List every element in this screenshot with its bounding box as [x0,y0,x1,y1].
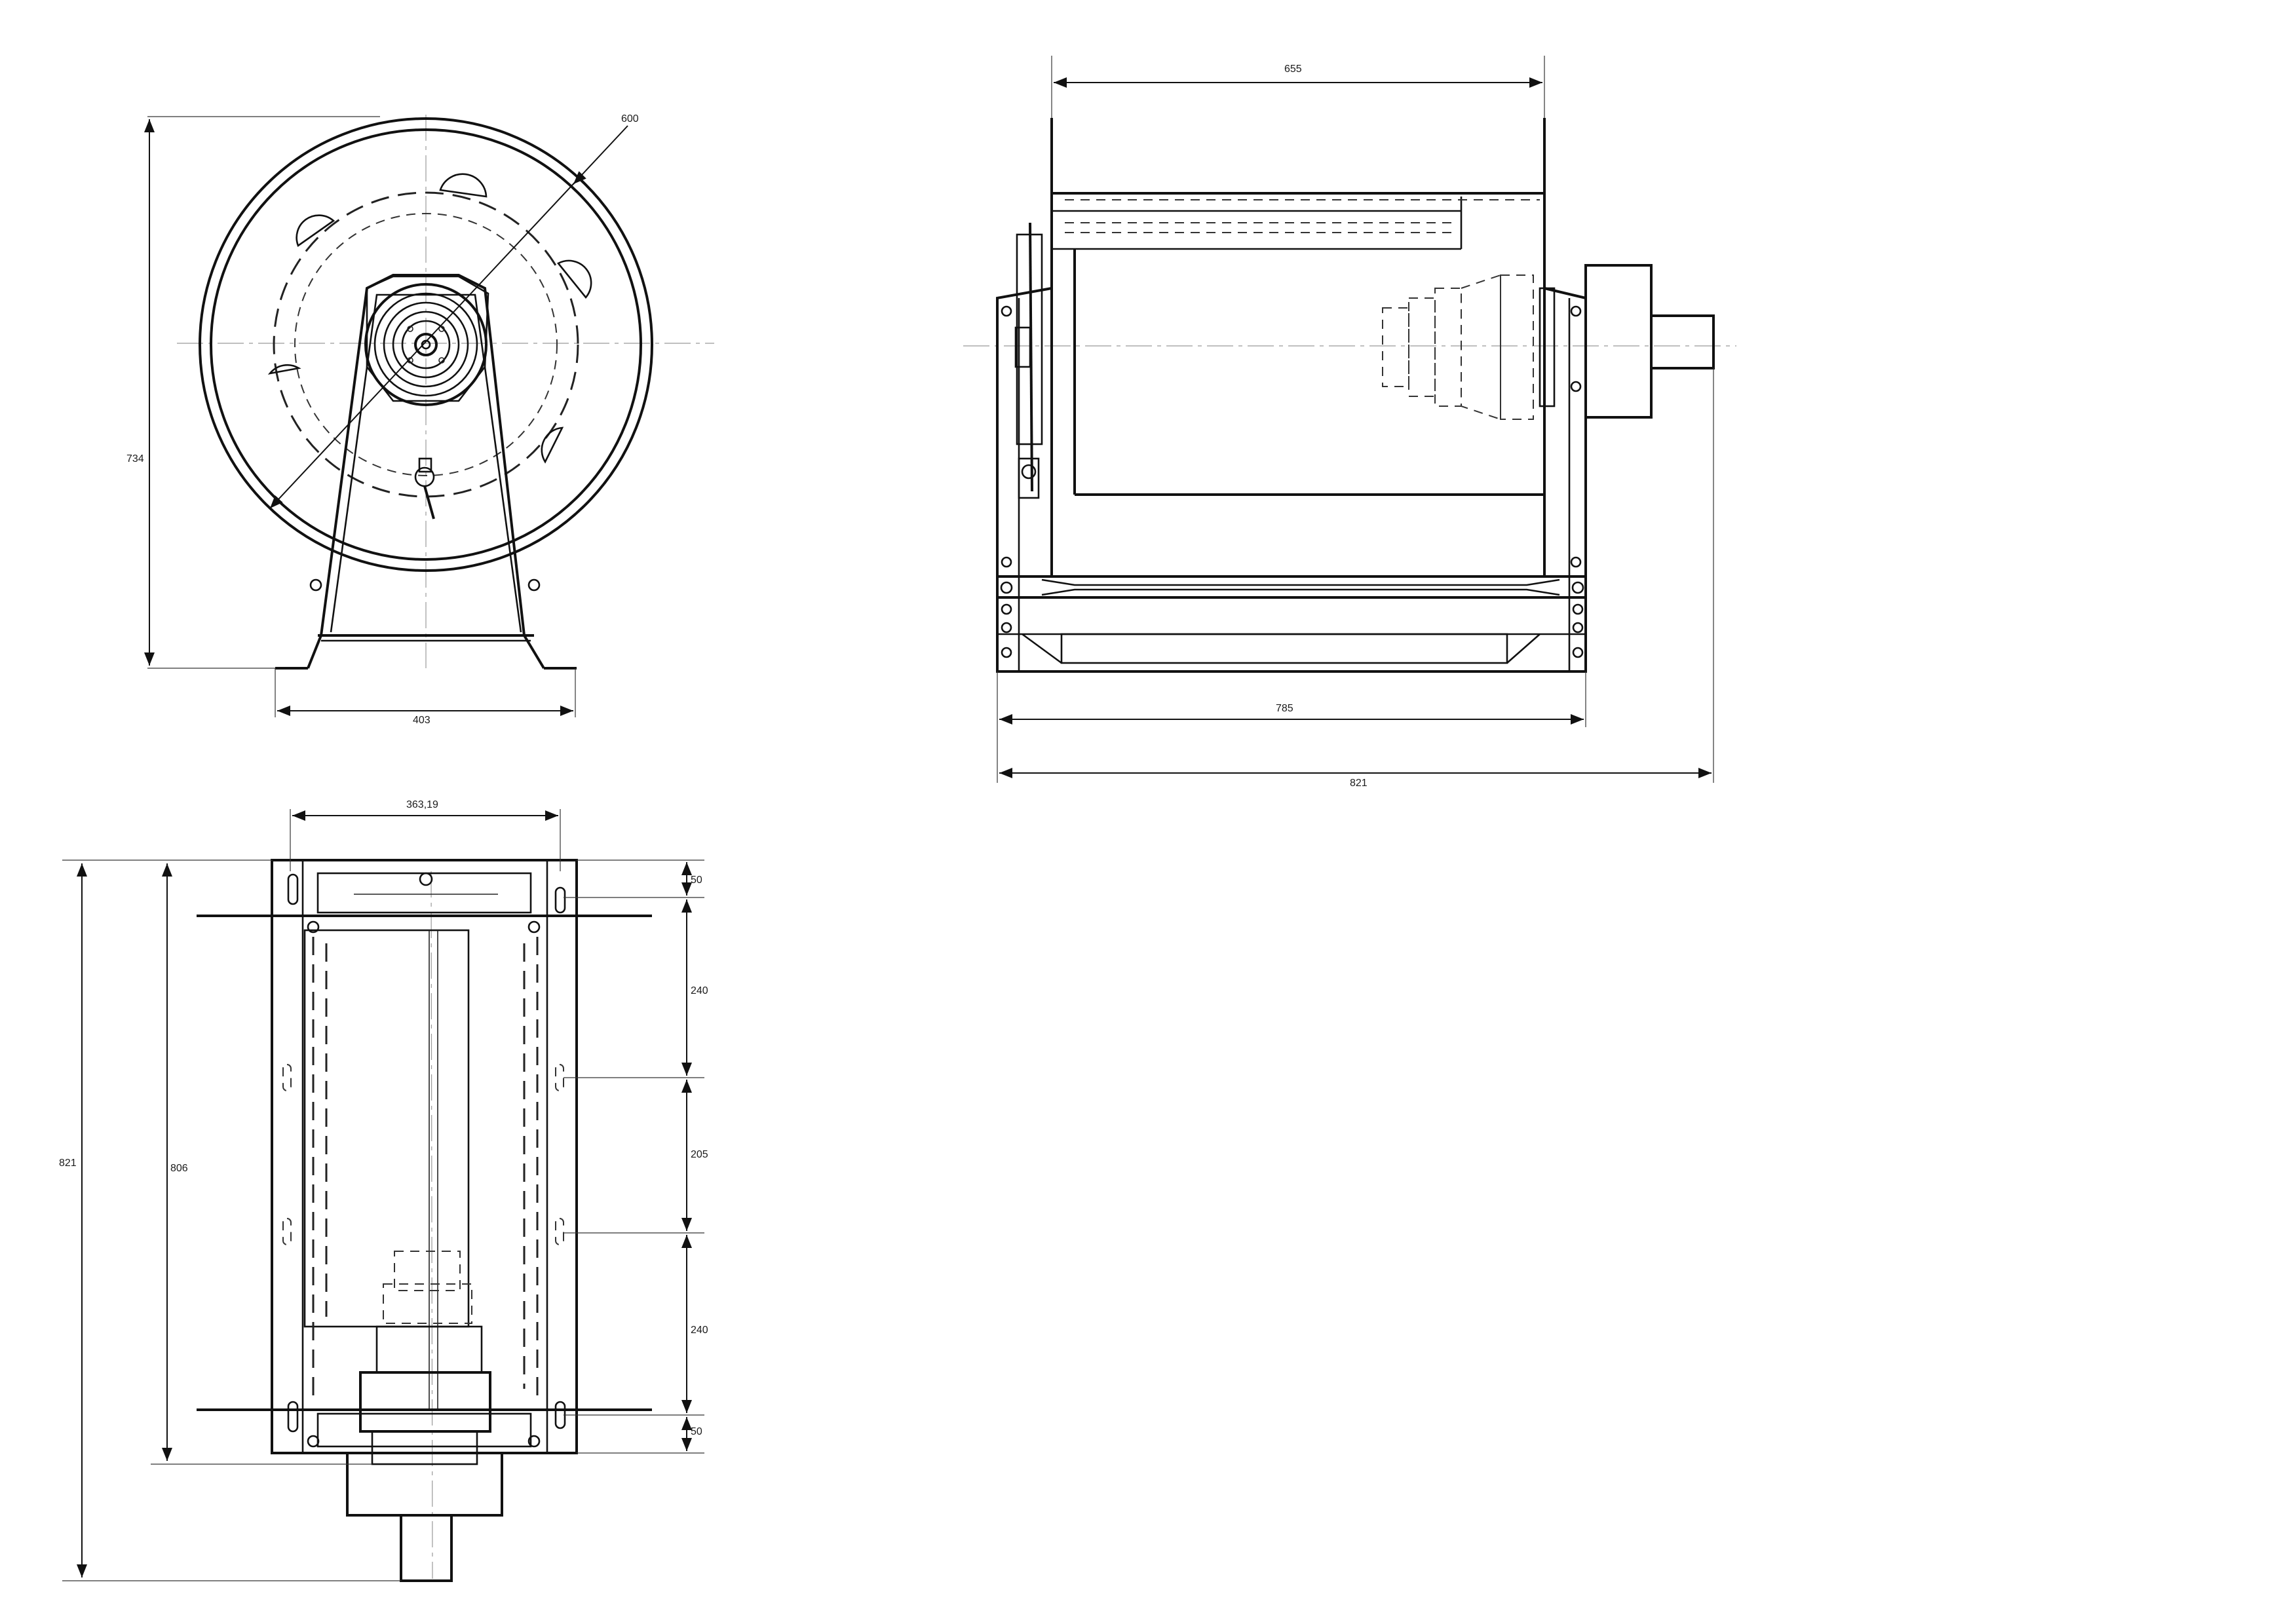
top-view: 363,19 821 806 50 240 205 240 50 [59,799,708,1582]
flange-inner-circle [210,128,642,561]
dim-top-spacing-5: 50 [691,1426,702,1437]
dim-side-drum-width: 655 [1284,64,1302,75]
top-motor-shaft [400,1514,453,1582]
dim-side-overall-width: 821 [1350,778,1368,789]
dim-front-height: 734 [126,453,144,464]
dim-front-diameter: 600 [621,113,639,124]
dim-side-frame-width: 785 [1276,703,1293,714]
dim-front-base-width: 403 [413,715,430,726]
dim-top-spacing-3: 205 [691,1149,708,1160]
stand-frame [307,274,545,670]
side-view: 655 785 821 [963,56,1736,789]
flange-outer-circle [199,117,653,572]
dim-top-overall-length: 821 [59,1158,77,1169]
dim-top-spacing-2: 240 [691,985,708,996]
front-view: 734 600 403 [126,113,714,726]
gearbox-housing [1584,264,1653,419]
motor-shaft-cover [1650,314,1715,369]
dim-top-spacing-4: 240 [691,1325,708,1336]
dim-top-frame-inner-width: 363,19 [406,799,438,810]
dim-top-frame-length: 806 [170,1163,188,1174]
top-motor-housing [346,1452,503,1517]
dim-top-spacing-1: 50 [691,875,702,886]
top-frame-outline [271,859,578,1454]
